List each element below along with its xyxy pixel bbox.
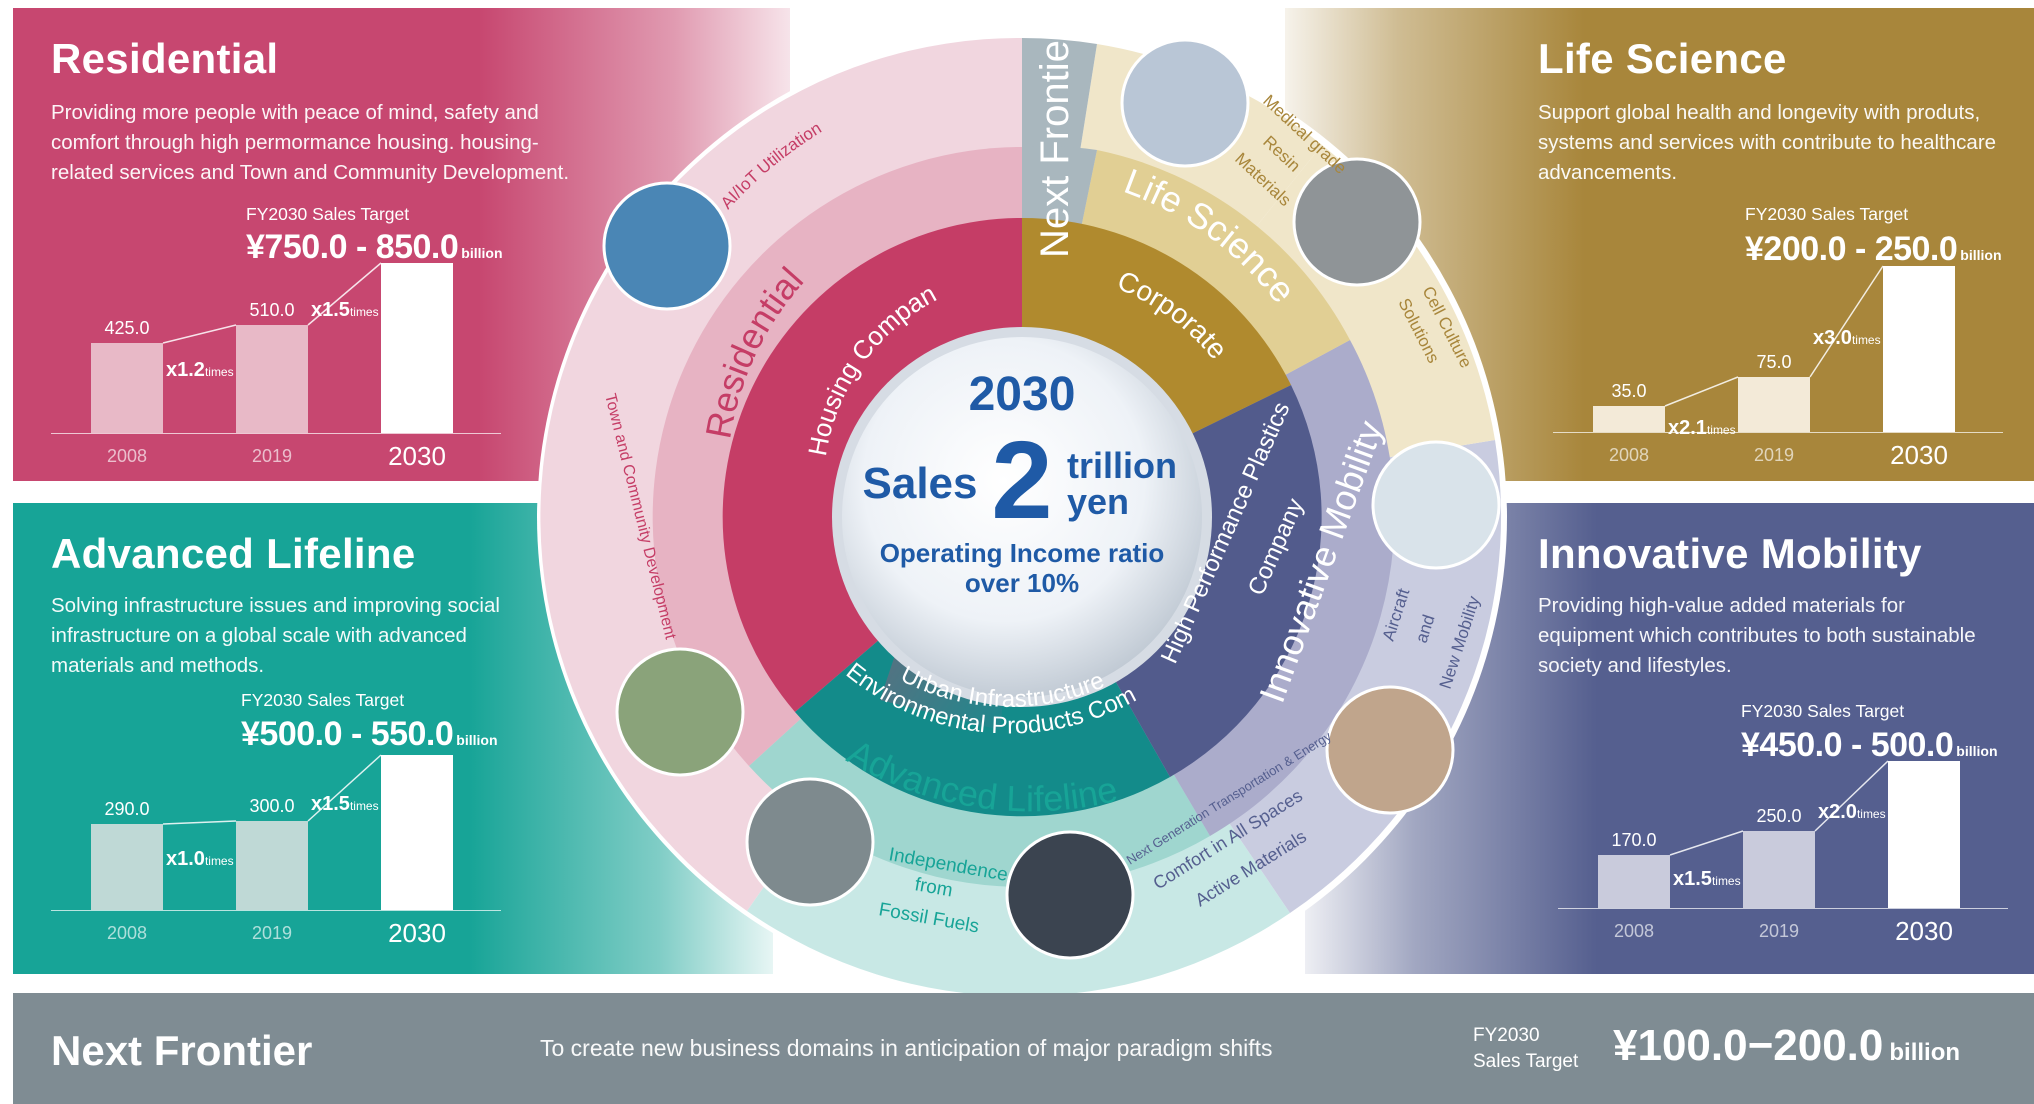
bar-2008: [91, 343, 163, 433]
center-year: 2030: [969, 368, 1076, 421]
bar-value-2019: 250.0: [1756, 806, 1802, 826]
bar-value-2008: 170.0: [1611, 830, 1657, 850]
residential-desc-line-3: related services and Town and Community …: [51, 161, 570, 184]
bar-value-2008: 35.0: [1611, 381, 1647, 401]
year-label-2030: 2030: [388, 918, 446, 948]
residential-desc-line-2: comfort through high permormance housing…: [51, 131, 539, 154]
residential-target-label: FY2030 Sales Target: [246, 204, 410, 224]
life-science-desc-line-1: Support global health and longevity with…: [1538, 101, 1981, 124]
bar-2030: [381, 263, 453, 433]
ai-iot-photo: [602, 181, 732, 311]
residential-desc-line-1: Providing more people with peace of mind…: [51, 101, 539, 124]
life-science-title: Life Science: [1538, 35, 1787, 82]
advanced-lifeline-chart: 290.0 2008 300.0 2019 2030 x1.0times x1.5times: [13, 503, 773, 974]
bar-value-2019: 75.0: [1756, 352, 1792, 372]
year-label-2008: 2008: [106, 923, 148, 943]
innovative-mobility-desc-line-2: equipment which contributes to both sust…: [1538, 624, 1976, 647]
innovative-mobility-title: Innovative Mobility: [1538, 530, 1922, 577]
next-frontier-target-label-2: Sales Target: [1473, 1051, 1579, 1072]
multiplier-0: x1.0times: [166, 848, 234, 870]
advanced-lifeline-desc-line-2: infrastructure on a global scale with ad…: [51, 624, 467, 647]
multiplier-0: x1.2times: [166, 359, 234, 381]
bar-2030: [1888, 761, 1960, 908]
resin-photo: [1292, 157, 1422, 287]
bar-2019: [1743, 831, 1815, 908]
advanced-lifeline-desc-line-3: materials and methods.: [51, 654, 265, 677]
bar-value-2008: 290.0: [104, 799, 150, 819]
town-photo: [615, 647, 745, 777]
year-label-2019: 2019: [1758, 921, 1800, 941]
next-frontier-title: Next Frontier: [51, 1027, 313, 1074]
bar-2008: [1598, 855, 1670, 908]
bar-2030: [381, 755, 453, 910]
panel-photo: [1005, 830, 1135, 960]
center-op-line-1: Operating Income ratio: [880, 538, 1165, 568]
drone-photo: [1371, 440, 1501, 570]
bar-value-2019: 300.0: [249, 796, 295, 816]
year-label-2030: 2030: [388, 441, 446, 471]
next-frontier-target-label-1: FY2030: [1473, 1025, 1540, 1046]
year-label-2019: 2019: [251, 923, 293, 943]
innovative-mobility-chart: 170.0 2008 250.0 2019 2030 x1.5times x2.0times: [1305, 503, 2034, 974]
chart-baseline: [1558, 908, 2008, 909]
advanced-lifeline-target-label: FY2030 Sales Target: [241, 690, 405, 710]
center-sales-word: Sales: [863, 459, 978, 508]
innovative-mobility-target-label: FY2030 Sales Target: [1741, 701, 1905, 721]
multiplier-0: x2.1times: [1668, 417, 1736, 439]
center-big-number: 2: [991, 419, 1052, 542]
center-yen: yen: [1067, 481, 1129, 522]
life-science-desc-line-3: advancements.: [1538, 161, 1678, 184]
multiplier-1: x1.5times: [311, 793, 379, 815]
life-science-desc-line-2: systems and services with contribute to …: [1538, 131, 1997, 154]
year-label-2008: 2008: [1613, 921, 1655, 941]
life-science-target-label: FY2030 Sales Target: [1745, 204, 1909, 224]
factory-photo: [745, 777, 875, 907]
multiplier-1: x1.5times: [311, 299, 379, 321]
innovative-mobility-desc-line-3: society and lifestyles.: [1538, 654, 1732, 677]
chart-baseline: [51, 433, 501, 434]
bar-2030: [1883, 266, 1955, 432]
advanced-lifeline-title: Advanced Lifeline: [51, 530, 416, 577]
year-label-2008: 2008: [106, 446, 148, 466]
bar-2008: [1593, 406, 1665, 432]
next-frontier-desc: To create new business domains in antici…: [540, 1035, 1273, 1061]
chart-baseline: [51, 910, 501, 911]
multiplier-1: x2.0times: [1818, 801, 1886, 823]
year-label-2019: 2019: [251, 446, 293, 466]
next-frontier-bar: Next Frontier To create new business dom…: [13, 993, 2034, 1104]
year-label-2030: 2030: [1890, 440, 1948, 470]
year-label-2030: 2030: [1895, 916, 1953, 946]
center-op-line-2: over 10%: [965, 568, 1079, 598]
car-interior-photo: [1325, 685, 1455, 815]
life-science-chart: 35.0 2008 75.0 2019 2030 x2.1times x3.0times: [1285, 8, 2034, 481]
bar-2019: [1738, 377, 1810, 432]
medical-photo: [1120, 38, 1250, 168]
center-disc: [842, 337, 1202, 697]
bar-2008: [91, 824, 163, 910]
bar-value-2008: 425.0: [104, 318, 150, 338]
advanced-lifeline-desc-line-1: Solving infrastructure issues and improv…: [51, 594, 500, 617]
label-next-frontier: Next Frontier: [1033, 27, 1077, 258]
bar-value-2019: 510.0: [249, 300, 295, 320]
center-trillion: trillion: [1067, 445, 1177, 486]
multiplier-1: x3.0times: [1813, 327, 1881, 349]
year-label-2008: 2008: [1608, 445, 1650, 465]
chart-baseline: [1553, 432, 2003, 433]
bar-2019: [236, 821, 308, 910]
innovative-mobility-desc-line-1: Providing high-value added materials for: [1538, 594, 1905, 617]
residential-title: Residential: [51, 35, 279, 82]
year-label-2019: 2019: [1753, 445, 1795, 465]
multiplier-0: x1.5times: [1673, 868, 1741, 890]
bar-2019: [236, 325, 308, 433]
innovative-mobility-panel: Innovative Mobility Providing high-value…: [1305, 503, 2034, 974]
